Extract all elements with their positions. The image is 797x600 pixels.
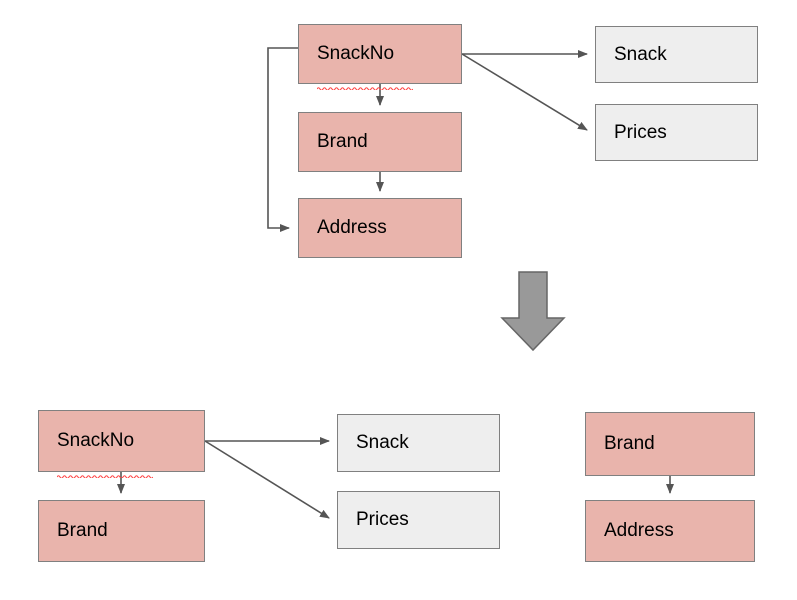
- node-bottom-snackno[interactable]: SnackNo: [38, 410, 205, 478]
- node-label: Brand: [317, 131, 368, 152]
- node-top-prices[interactable]: Prices: [595, 104, 758, 161]
- spellcheck-underline-icon: [57, 474, 153, 478]
- node-label: Address: [317, 217, 387, 238]
- node-label: Prices: [356, 509, 409, 530]
- node-bottom-brand-left[interactable]: Brand: [38, 500, 205, 562]
- node-label: Snack: [356, 432, 409, 453]
- node-top-snack[interactable]: Snack: [595, 26, 758, 83]
- node-top-address[interactable]: Address: [298, 198, 462, 258]
- node-bottom-brand-right[interactable]: Brand: [585, 412, 755, 476]
- node-label: Address: [604, 520, 674, 541]
- node-label: SnackNo: [57, 429, 135, 451]
- node-label: SnackNo: [317, 42, 395, 64]
- node-top-brand[interactable]: Brand: [298, 112, 462, 172]
- node-label: Brand: [57, 520, 108, 541]
- node-bottom-snack[interactable]: Snack: [337, 414, 500, 472]
- node-label: Snack: [614, 43, 667, 65]
- node-top-snackno[interactable]: SnackNo: [298, 24, 462, 90]
- node-label: Prices: [614, 121, 667, 143]
- spellcheck-underline-icon: [317, 86, 413, 90]
- node-bottom-address[interactable]: Address: [585, 500, 755, 562]
- node-bottom-prices[interactable]: Prices: [337, 491, 500, 549]
- node-label: Brand: [604, 433, 655, 454]
- decomposition-arrow: [500, 271, 566, 352]
